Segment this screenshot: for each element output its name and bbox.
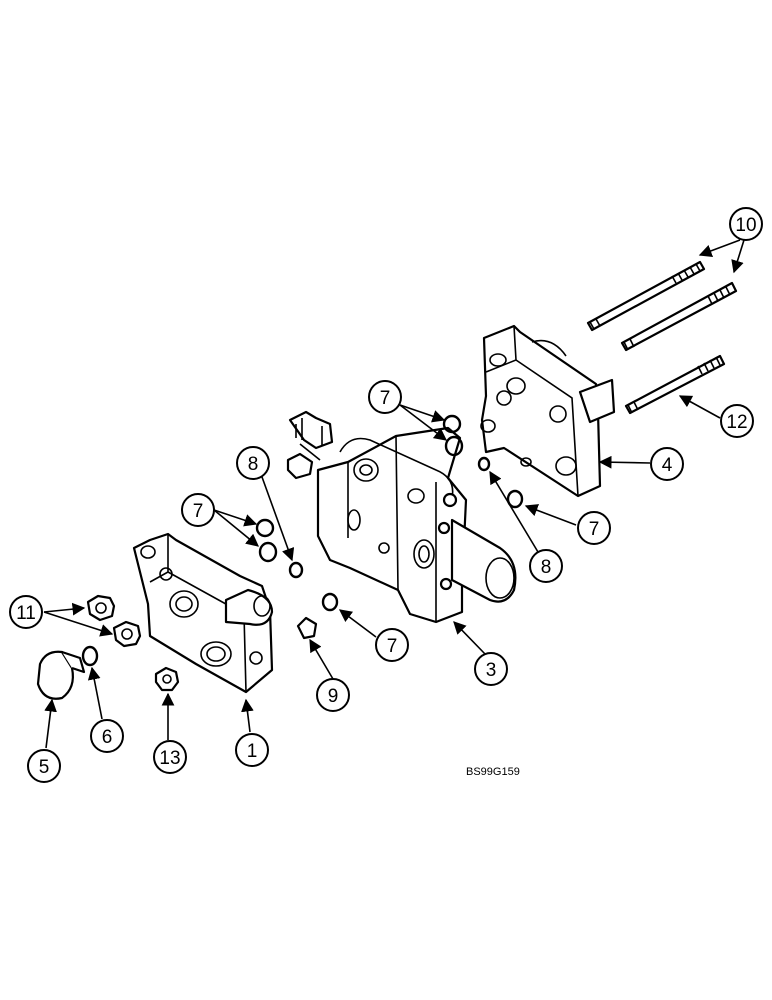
svg-text:7: 7	[589, 519, 600, 540]
o-ring	[444, 435, 464, 457]
washer	[81, 645, 99, 667]
hex-nut-upper	[86, 594, 116, 622]
svg-text:7: 7	[387, 636, 398, 657]
valve-end-section	[480, 324, 616, 498]
callout-13: 13	[153, 740, 187, 774]
callout-7-upper: 7	[368, 380, 402, 414]
callout-8-end: 8	[529, 549, 563, 583]
callout-6: 6	[90, 719, 124, 753]
tie-rod-upper	[586, 260, 706, 332]
svg-text:8: 8	[541, 557, 552, 578]
plug	[36, 650, 86, 700]
valve-inlet-section	[132, 532, 274, 694]
svg-text:4: 4	[662, 455, 673, 476]
svg-text:8: 8	[248, 454, 259, 475]
connector	[296, 616, 318, 640]
o-ring	[255, 518, 275, 538]
svg-text:1: 1	[247, 741, 258, 762]
callout-9: 9	[316, 678, 350, 712]
o-ring	[477, 456, 491, 472]
tie-rod-middle	[620, 281, 738, 352]
o-ring	[258, 541, 278, 563]
svg-text:5: 5	[39, 757, 50, 778]
callout-7-end: 7	[577, 511, 611, 545]
svg-text:11: 11	[16, 603, 36, 624]
hex-nut-small	[154, 666, 180, 692]
callout-7-lower: 7	[375, 628, 409, 662]
svg-text:13: 13	[159, 748, 180, 769]
callout-8-inlet: 8	[236, 446, 270, 480]
callout-3: 3	[474, 652, 508, 686]
svg-text:9: 9	[328, 686, 339, 707]
leader-lines	[43, 239, 745, 749]
svg-text:10: 10	[735, 215, 756, 236]
o-ring	[321, 592, 339, 612]
drawing-number: BS99G159	[466, 766, 520, 778]
svg-text:6: 6	[102, 727, 113, 748]
o-ring	[506, 489, 524, 509]
hex-nut-lower	[112, 620, 142, 648]
o-ring	[442, 414, 462, 434]
callout-10: 10	[729, 207, 763, 241]
o-ring	[288, 561, 304, 579]
svg-text:12: 12	[726, 412, 747, 433]
callout-1: 1	[235, 733, 269, 767]
callout-4: 4	[650, 447, 684, 481]
svg-text:3: 3	[486, 660, 497, 681]
tie-rod-lower	[624, 354, 726, 415]
callout-5: 5	[27, 749, 61, 783]
svg-text:7: 7	[380, 388, 391, 409]
callout-12: 12	[720, 404, 754, 438]
svg-text:7: 7	[193, 501, 204, 522]
callout-7-inlet: 7	[181, 493, 215, 527]
callout-11: 11	[9, 595, 43, 629]
valve-working-section	[286, 410, 517, 624]
